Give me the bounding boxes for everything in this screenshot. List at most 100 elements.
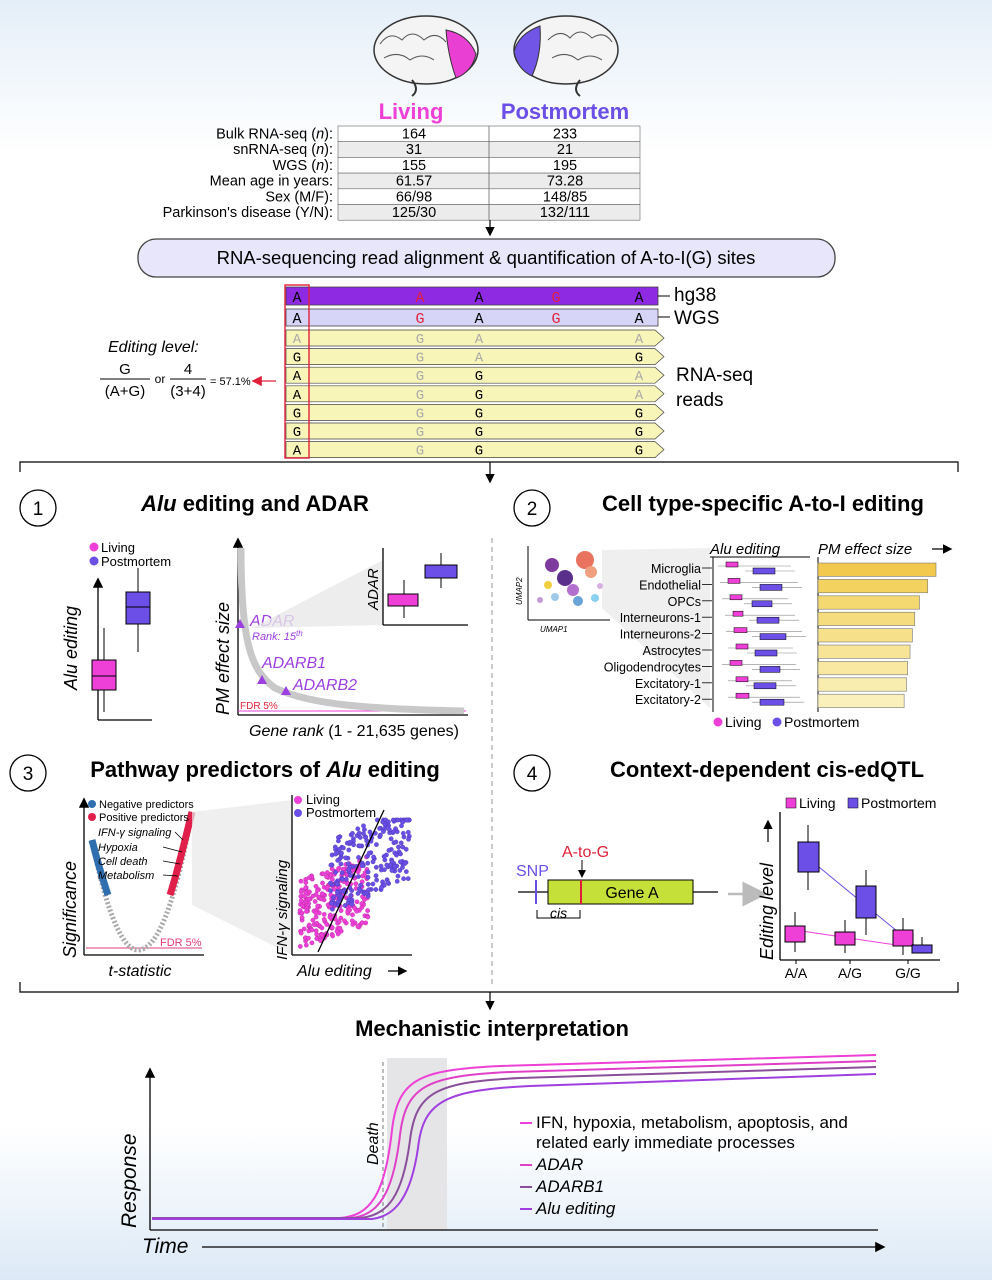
genotype-label: G/G — [895, 965, 921, 981]
scatter-xlabel: Alu editing — [296, 963, 372, 980]
read-base: A — [475, 351, 484, 367]
read-base: G — [416, 444, 424, 460]
read-base: A — [635, 332, 644, 348]
table-row-label: Parkinson's disease (Y/N): — [163, 205, 333, 221]
snp-label: SNP — [516, 863, 549, 880]
effect-size-bar — [817, 677, 907, 692]
alu-editing-col: Alu editing — [709, 541, 781, 558]
effect-size-bar — [817, 693, 905, 708]
postmortem-box — [752, 567, 776, 575]
volcano-plot: Negative predictors Positive predictors … — [60, 797, 204, 980]
panel1-curve-ylabel: PM effect size — [213, 602, 233, 715]
gene-diagram: SNP A-to-G Gene A cis — [516, 844, 768, 921]
wgs-base: G — [551, 311, 560, 328]
hg38-base: A — [634, 290, 643, 307]
or-text: or — [155, 372, 166, 386]
read-base: G — [635, 406, 643, 422]
living-box — [735, 643, 749, 650]
living-brain-icon — [373, 15, 479, 97]
gene-label: Gene A — [605, 885, 659, 902]
editing-level-title: Editing level: — [108, 339, 199, 356]
genotype-label: A/A — [785, 965, 808, 981]
panel4-legend-living: Living — [799, 795, 836, 811]
effect-size-bar — [817, 611, 916, 626]
read-base: G — [416, 388, 424, 404]
hg38-label: hg38 — [674, 285, 716, 306]
panel4-number: 4 — [527, 764, 538, 785]
effect-size-bar — [817, 644, 911, 659]
cis-label: cis — [550, 905, 567, 921]
table-cell-postmortem: 233 — [553, 127, 577, 143]
postmortem-box — [751, 600, 773, 608]
hg38-base: A — [292, 290, 301, 307]
hg38-base: G — [551, 290, 560, 307]
panel3-number: 3 — [23, 764, 34, 785]
read-base: G — [416, 351, 424, 367]
inset-ylabel: ADAR — [365, 568, 382, 611]
panel1-title: Alu editing and ADAR — [140, 491, 369, 516]
table-cell-living: 155 — [402, 158, 426, 174]
panel4-legend-postmortem: Postmortem — [861, 795, 936, 811]
cell-type-label: Oligodendrocytes — [604, 660, 701, 674]
read-base: G — [416, 369, 424, 385]
panel1-curve: ADAR Rank: 15th ADARB1 ADARB2 FDR 5% PM … — [213, 537, 468, 740]
read-base: G — [475, 406, 483, 422]
pos-predictors: Positive predictors — [99, 812, 189, 824]
postmortem-box — [754, 649, 778, 657]
read-bar — [285, 404, 665, 421]
living-box — [729, 660, 743, 666]
read-base: A — [635, 369, 644, 385]
read-bar — [285, 441, 665, 458]
wgs-base: A — [474, 311, 483, 328]
scatter-ylabel: IFN-γ signaling — [274, 859, 291, 960]
scatter-legend-living: Living — [306, 792, 340, 807]
ifn-scatter: Living Postmortem IFN-γ signaling Alu ed… — [274, 792, 412, 980]
effect-size-bar — [817, 628, 913, 643]
editing-result: = 57.1% — [210, 376, 251, 388]
panel3-ylabel: Significance — [60, 861, 80, 958]
effect-size-bar — [817, 579, 929, 594]
frac2-den: (3+4) — [170, 383, 205, 400]
panel4-ylabel: Editing level — [757, 862, 777, 960]
hg38-base: A — [474, 290, 483, 307]
living-box — [732, 610, 744, 617]
frac1-num: G — [119, 361, 131, 378]
panel2-number: 2 — [527, 499, 538, 520]
pathway-label: IFN-γ signaling — [98, 827, 172, 839]
wgs-base: A — [634, 311, 643, 328]
living-box — [735, 692, 750, 699]
living-heading: Living — [379, 99, 444, 124]
panel1-fdr: FDR 5% — [240, 701, 278, 712]
umap-xlabel: UMAP1 — [540, 625, 568, 634]
postmortem-box — [753, 682, 777, 690]
pm-effect-col: PM effect size — [818, 541, 912, 558]
living-box — [733, 627, 748, 633]
postmortem-heading: Postmortem — [501, 99, 629, 124]
pathway-label: Cell death — [98, 856, 148, 868]
neg-predictors: Negative predictors — [99, 799, 194, 811]
panel3-xlabel: t-statistic — [108, 963, 171, 980]
mechanistic-plot: Death Response Time IFN, hypoxia, metabo… — [118, 1054, 886, 1258]
read-base: A — [293, 388, 302, 404]
pathway-label: Hypoxia — [98, 842, 138, 854]
frac1-den: (A+G) — [105, 383, 145, 400]
table-row-label: Mean age in years: — [210, 174, 333, 190]
adarb1-label: ADARB1 — [261, 655, 326, 672]
scatter-legend-postmortem: Postmortem — [306, 805, 376, 820]
cell-type-label: Excitatory-2 — [635, 693, 701, 707]
read-bar — [285, 329, 665, 347]
panel1-legend-living: Living — [101, 540, 135, 555]
read-bar — [285, 385, 665, 403]
read-bar — [285, 348, 665, 365]
death-label: Death — [365, 1122, 382, 1165]
table-cell-living: 66/98 — [396, 189, 432, 205]
panel2-legend-postmortem: Postmortem — [784, 714, 859, 730]
legend-item: IFN, hypoxia, metabolism, apoptosis, and — [536, 1113, 848, 1132]
pathway-label: Metabolism — [98, 870, 154, 882]
legend-item: ADAR — [535, 1155, 583, 1174]
read-base: G — [635, 425, 643, 441]
cell-type-label: Interneurons-1 — [620, 611, 701, 625]
